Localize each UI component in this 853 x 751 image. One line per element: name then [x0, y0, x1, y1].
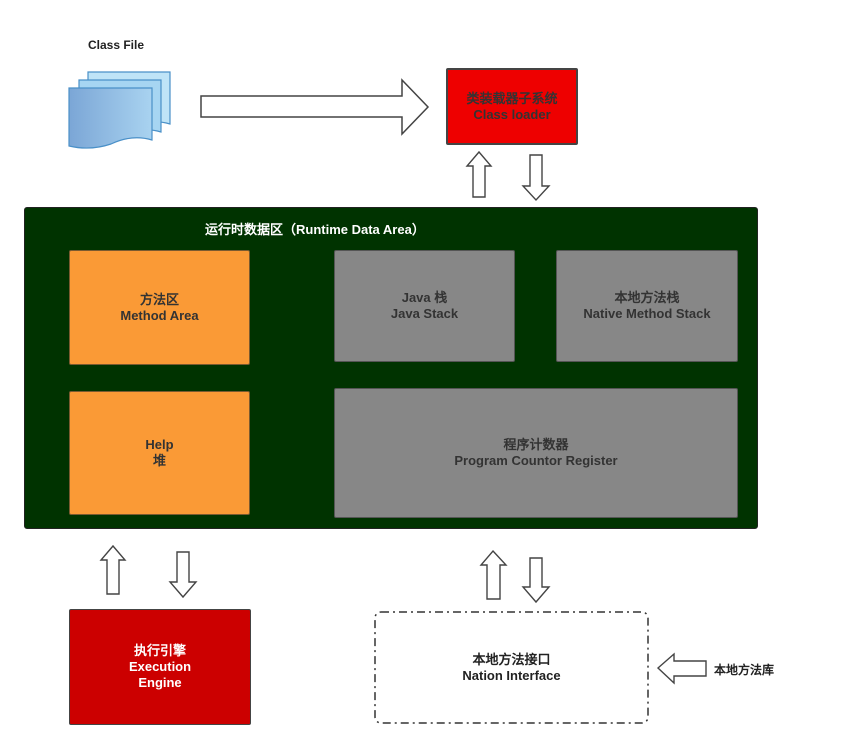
execution-engine-title-cn: 执行引擎 [133, 643, 186, 658]
java-stack-box: Java 栈 Java Stack [334, 250, 515, 362]
runtime-title: 运行时数据区（Runtime Data Area） [205, 222, 425, 237]
down-arrow-icon [168, 551, 198, 599]
native-stack-title-cn: 本地方法栈 [614, 290, 680, 305]
method-area-box: 方法区 Method Area [69, 250, 250, 365]
execution-engine-title-en-2: Engine [138, 675, 182, 690]
heap-title-en: Help [145, 437, 174, 452]
up-arrow-icon [99, 544, 127, 595]
heap-box: Help 堆 [69, 391, 250, 515]
pc-register-title-en: Program Countor Register [454, 453, 618, 468]
class-loader-title-en: Class loader [473, 106, 551, 122]
method-area-title-cn: 方法区 [139, 291, 179, 307]
native-interface-border [374, 611, 649, 724]
java-stack-title-cn: Java 栈 [401, 290, 448, 305]
pc-register-title-cn: 程序计数器 [503, 437, 569, 452]
class-file-label: Class File [88, 38, 145, 52]
heap-title-cn: 堆 [152, 453, 166, 468]
class-loader-box: 类装载器子系统 Class loader [446, 68, 578, 145]
native-stack-title-en: Native Method Stack [583, 306, 711, 321]
class-loader-title-cn: 类装载器子系统 [466, 90, 558, 106]
left-arrow-icon [656, 652, 707, 685]
method-area-title-en: Method Area [120, 307, 199, 323]
documents-icon [68, 71, 171, 149]
java-stack-title-en: Java Stack [390, 306, 459, 321]
execution-engine-title-en-1: Execution [128, 659, 192, 674]
up-arrow-icon [465, 150, 493, 198]
right-arrow-icon [200, 78, 430, 136]
up-arrow-icon [479, 549, 508, 600]
native-method-stack-box: 本地方法栈 Native Method Stack [556, 250, 738, 362]
pc-register-box: 程序计数器 Program Countor Register [334, 388, 738, 518]
down-arrow-icon [521, 154, 551, 202]
native-library-label: 本地方法库 [714, 663, 775, 677]
native-interface-title-cn: 本地方法接口 [472, 651, 551, 667]
down-arrow-icon [521, 557, 551, 604]
native-interface-box: 本地方法接口 Nation Interface [375, 612, 648, 723]
execution-engine-box: 执行引擎 Execution Engine [69, 609, 251, 725]
native-interface-title-en: Nation Interface [462, 667, 561, 683]
